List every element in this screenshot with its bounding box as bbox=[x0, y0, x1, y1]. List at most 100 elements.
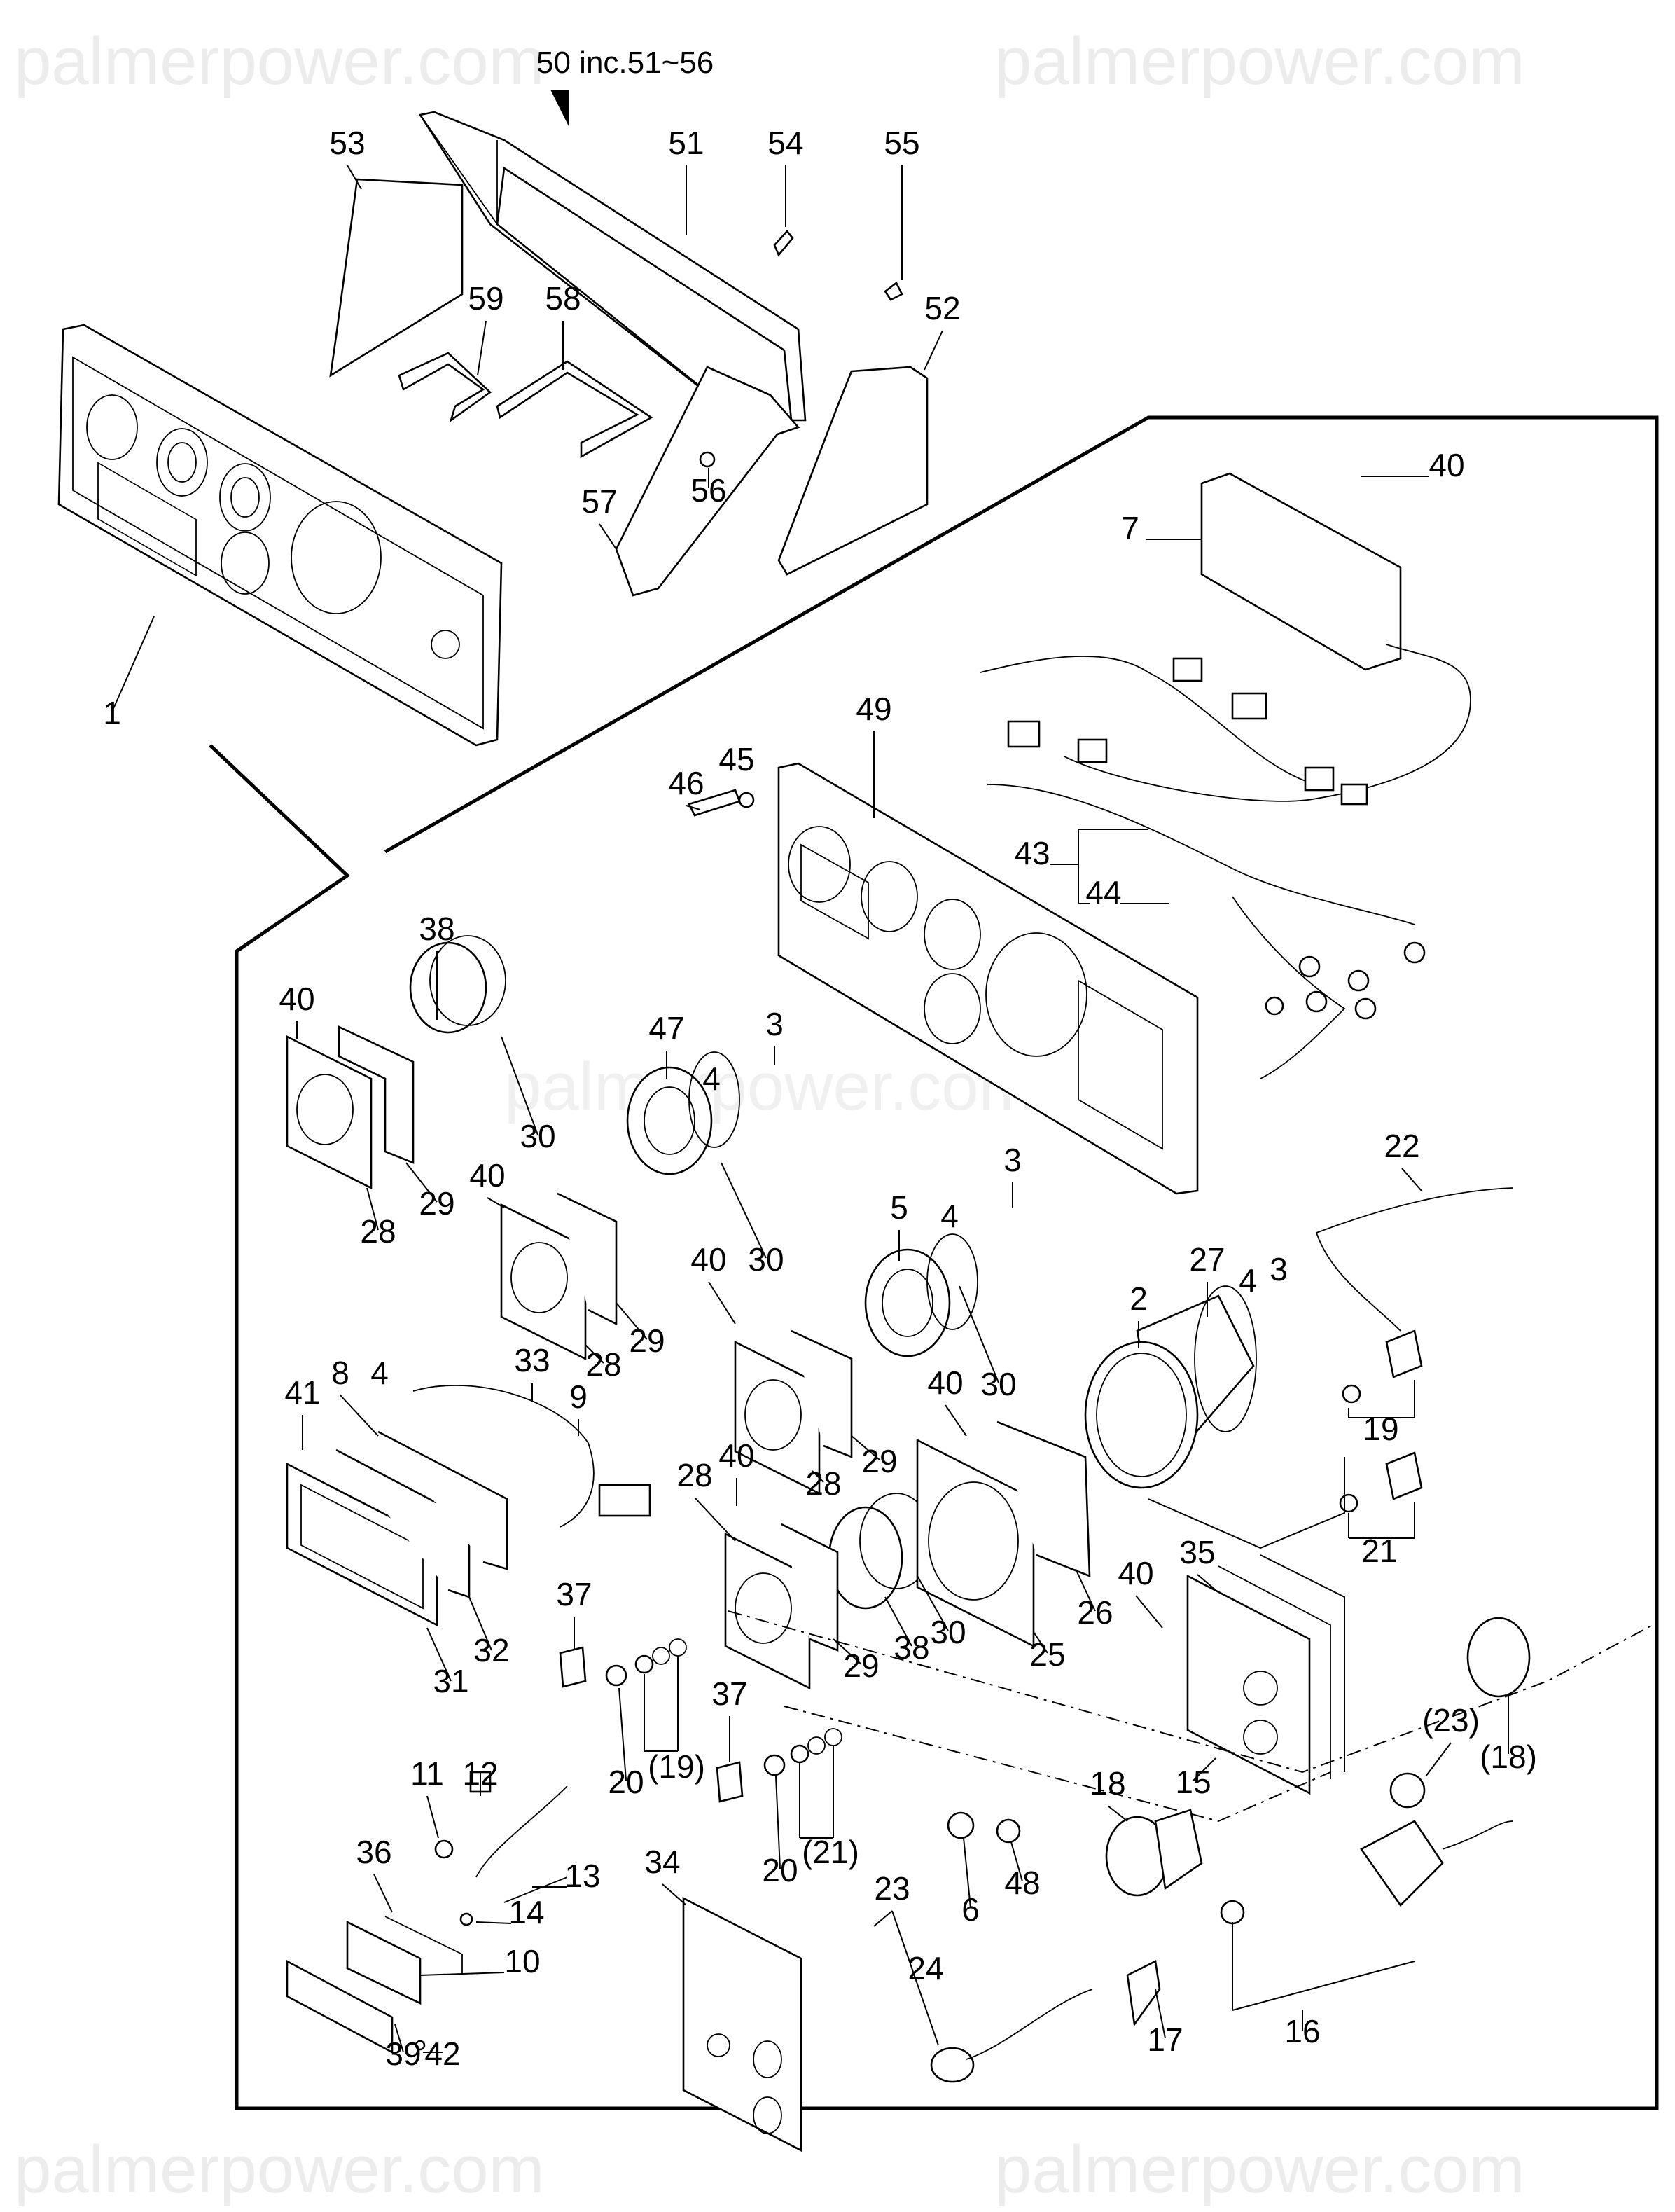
callout-7: 7 bbox=[1121, 510, 1139, 546]
guide-lines bbox=[728, 1457, 1653, 1823]
callout-2: 2 bbox=[1130, 1280, 1148, 1317]
callout-30: 30 bbox=[748, 1241, 784, 1278]
callout-4: 4 bbox=[940, 1198, 959, 1234]
callout-27: 27 bbox=[1189, 1241, 1225, 1278]
callout-8: 8 bbox=[331, 1355, 349, 1391]
callout-20: 20 bbox=[608, 1764, 644, 1800]
callout-5: 5 bbox=[890, 1189, 908, 1226]
callout-30: 30 bbox=[520, 1118, 555, 1154]
callout-3: 3 bbox=[1003, 1142, 1022, 1178]
side-panel-52 bbox=[777, 366, 929, 576]
nut-16 bbox=[1220, 1900, 1245, 1925]
callout-38: 38 bbox=[419, 911, 454, 947]
callout-p21p: (21) bbox=[802, 1834, 859, 1870]
control-panel-15 bbox=[1186, 1574, 1311, 1795]
callout-28: 28 bbox=[360, 1213, 396, 1250]
callout-57: 57 bbox=[581, 483, 617, 520]
harness-13 bbox=[475, 1785, 568, 1903]
bezels bbox=[286, 1025, 1091, 1690]
callout-51: 51 bbox=[668, 125, 704, 161]
hour-meter-assembly bbox=[286, 1771, 568, 2054]
watermark-bottom-left: palmerpower.com bbox=[14, 2132, 545, 2207]
cap-6 bbox=[947, 1811, 975, 1839]
callout-10: 10 bbox=[504, 1943, 540, 1979]
callout-34: 34 bbox=[644, 1844, 680, 1880]
callout-4: 4 bbox=[702, 1060, 721, 1097]
callout-54: 54 bbox=[767, 125, 803, 161]
callout-13: 13 bbox=[564, 1858, 600, 1894]
assembly-note: 50 inc.51~56 bbox=[536, 46, 714, 80]
washer-45 bbox=[738, 792, 755, 808]
callout-4: 4 bbox=[370, 1355, 389, 1391]
toggle-switch-21 bbox=[1385, 1451, 1423, 1500]
callout-36: 36 bbox=[356, 1834, 391, 1870]
bezel-25 bbox=[916, 1438, 1035, 1648]
callout-21: 21 bbox=[1361, 1533, 1397, 1569]
callout-28: 28 bbox=[676, 1457, 712, 1493]
callout-53: 53 bbox=[329, 125, 365, 161]
lower-parts bbox=[559, 1187, 1531, 2152]
callout-40: 40 bbox=[927, 1364, 963, 1401]
callout-59: 59 bbox=[468, 280, 503, 317]
callout-26: 26 bbox=[1077, 1594, 1113, 1631]
lamp-11 bbox=[434, 1839, 454, 1859]
callout-35: 35 bbox=[1179, 1534, 1215, 1570]
instrument-panel-1 bbox=[57, 324, 503, 747]
callout-32: 32 bbox=[473, 1632, 509, 1668]
gauges bbox=[409, 935, 1257, 1610]
connector-9 bbox=[598, 1484, 651, 1517]
callout-44: 44 bbox=[1085, 874, 1121, 911]
watermark-center: palmerpower.com bbox=[504, 1049, 1035, 1124]
nut-20b bbox=[763, 1754, 786, 1776]
callout-49: 49 bbox=[856, 691, 891, 727]
meter-10 bbox=[346, 1920, 422, 2005]
controller-7 bbox=[1064, 472, 1471, 802]
callout-40: 40 bbox=[279, 981, 314, 1017]
gasket-36 bbox=[384, 1916, 463, 1975]
callout-19: 19 bbox=[1363, 1411, 1398, 1447]
callout-41: 41 bbox=[284, 1374, 320, 1411]
callout-56: 56 bbox=[690, 472, 726, 509]
callout-29: 29 bbox=[861, 1443, 897, 1479]
lamp-24 bbox=[930, 2047, 975, 2083]
harness-22 bbox=[1316, 1187, 1513, 1332]
callout-20: 20 bbox=[762, 1852, 798, 1888]
callout-37: 37 bbox=[711, 1675, 747, 1712]
bracket-57 bbox=[615, 366, 800, 597]
callout-58: 58 bbox=[545, 280, 581, 317]
harness-33 bbox=[412, 1385, 595, 1528]
key-switch-16 bbox=[1360, 1820, 1444, 1907]
callout-18: 18 bbox=[1090, 1765, 1125, 1802]
wire-harness-43 bbox=[980, 656, 1426, 1079]
callout-45: 45 bbox=[718, 741, 754, 777]
leader-lines bbox=[111, 165, 1509, 2053]
callout-22: 22 bbox=[1384, 1128, 1419, 1164]
callout-6: 6 bbox=[961, 1891, 980, 1928]
display-unit bbox=[286, 1385, 651, 1627]
nut-20a bbox=[605, 1664, 627, 1687]
callout-42: 42 bbox=[424, 2035, 460, 2072]
callout-46: 46 bbox=[668, 765, 704, 801]
callout-23: 23 bbox=[874, 1870, 910, 1907]
toggle-switch-19 bbox=[1385, 1329, 1423, 1378]
detail-frame bbox=[209, 415, 1659, 2110]
bezel-39 bbox=[286, 1959, 394, 2054]
callout-1: 1 bbox=[103, 695, 121, 731]
callout-47: 47 bbox=[648, 1010, 684, 1046]
callout-40: 40 bbox=[469, 1157, 505, 1194]
callout-11: 11 bbox=[410, 1755, 444, 1792]
watermark-top-right: palmerpower.com bbox=[994, 24, 1525, 99]
bolt-55 bbox=[884, 282, 903, 301]
clip-37a bbox=[559, 1646, 587, 1688]
callout-37: 37 bbox=[556, 1576, 592, 1612]
callout-29: 29 bbox=[629, 1322, 665, 1359]
callout-16: 16 bbox=[1284, 2013, 1320, 2049]
plug-48 bbox=[996, 1818, 1021, 1844]
callout-40: 40 bbox=[1118, 1555, 1153, 1591]
callout-38: 38 bbox=[894, 1629, 929, 1666]
callout-43: 43 bbox=[1014, 835, 1050, 871]
callout-28: 28 bbox=[585, 1346, 621, 1383]
bulb-14 bbox=[459, 1912, 473, 1926]
